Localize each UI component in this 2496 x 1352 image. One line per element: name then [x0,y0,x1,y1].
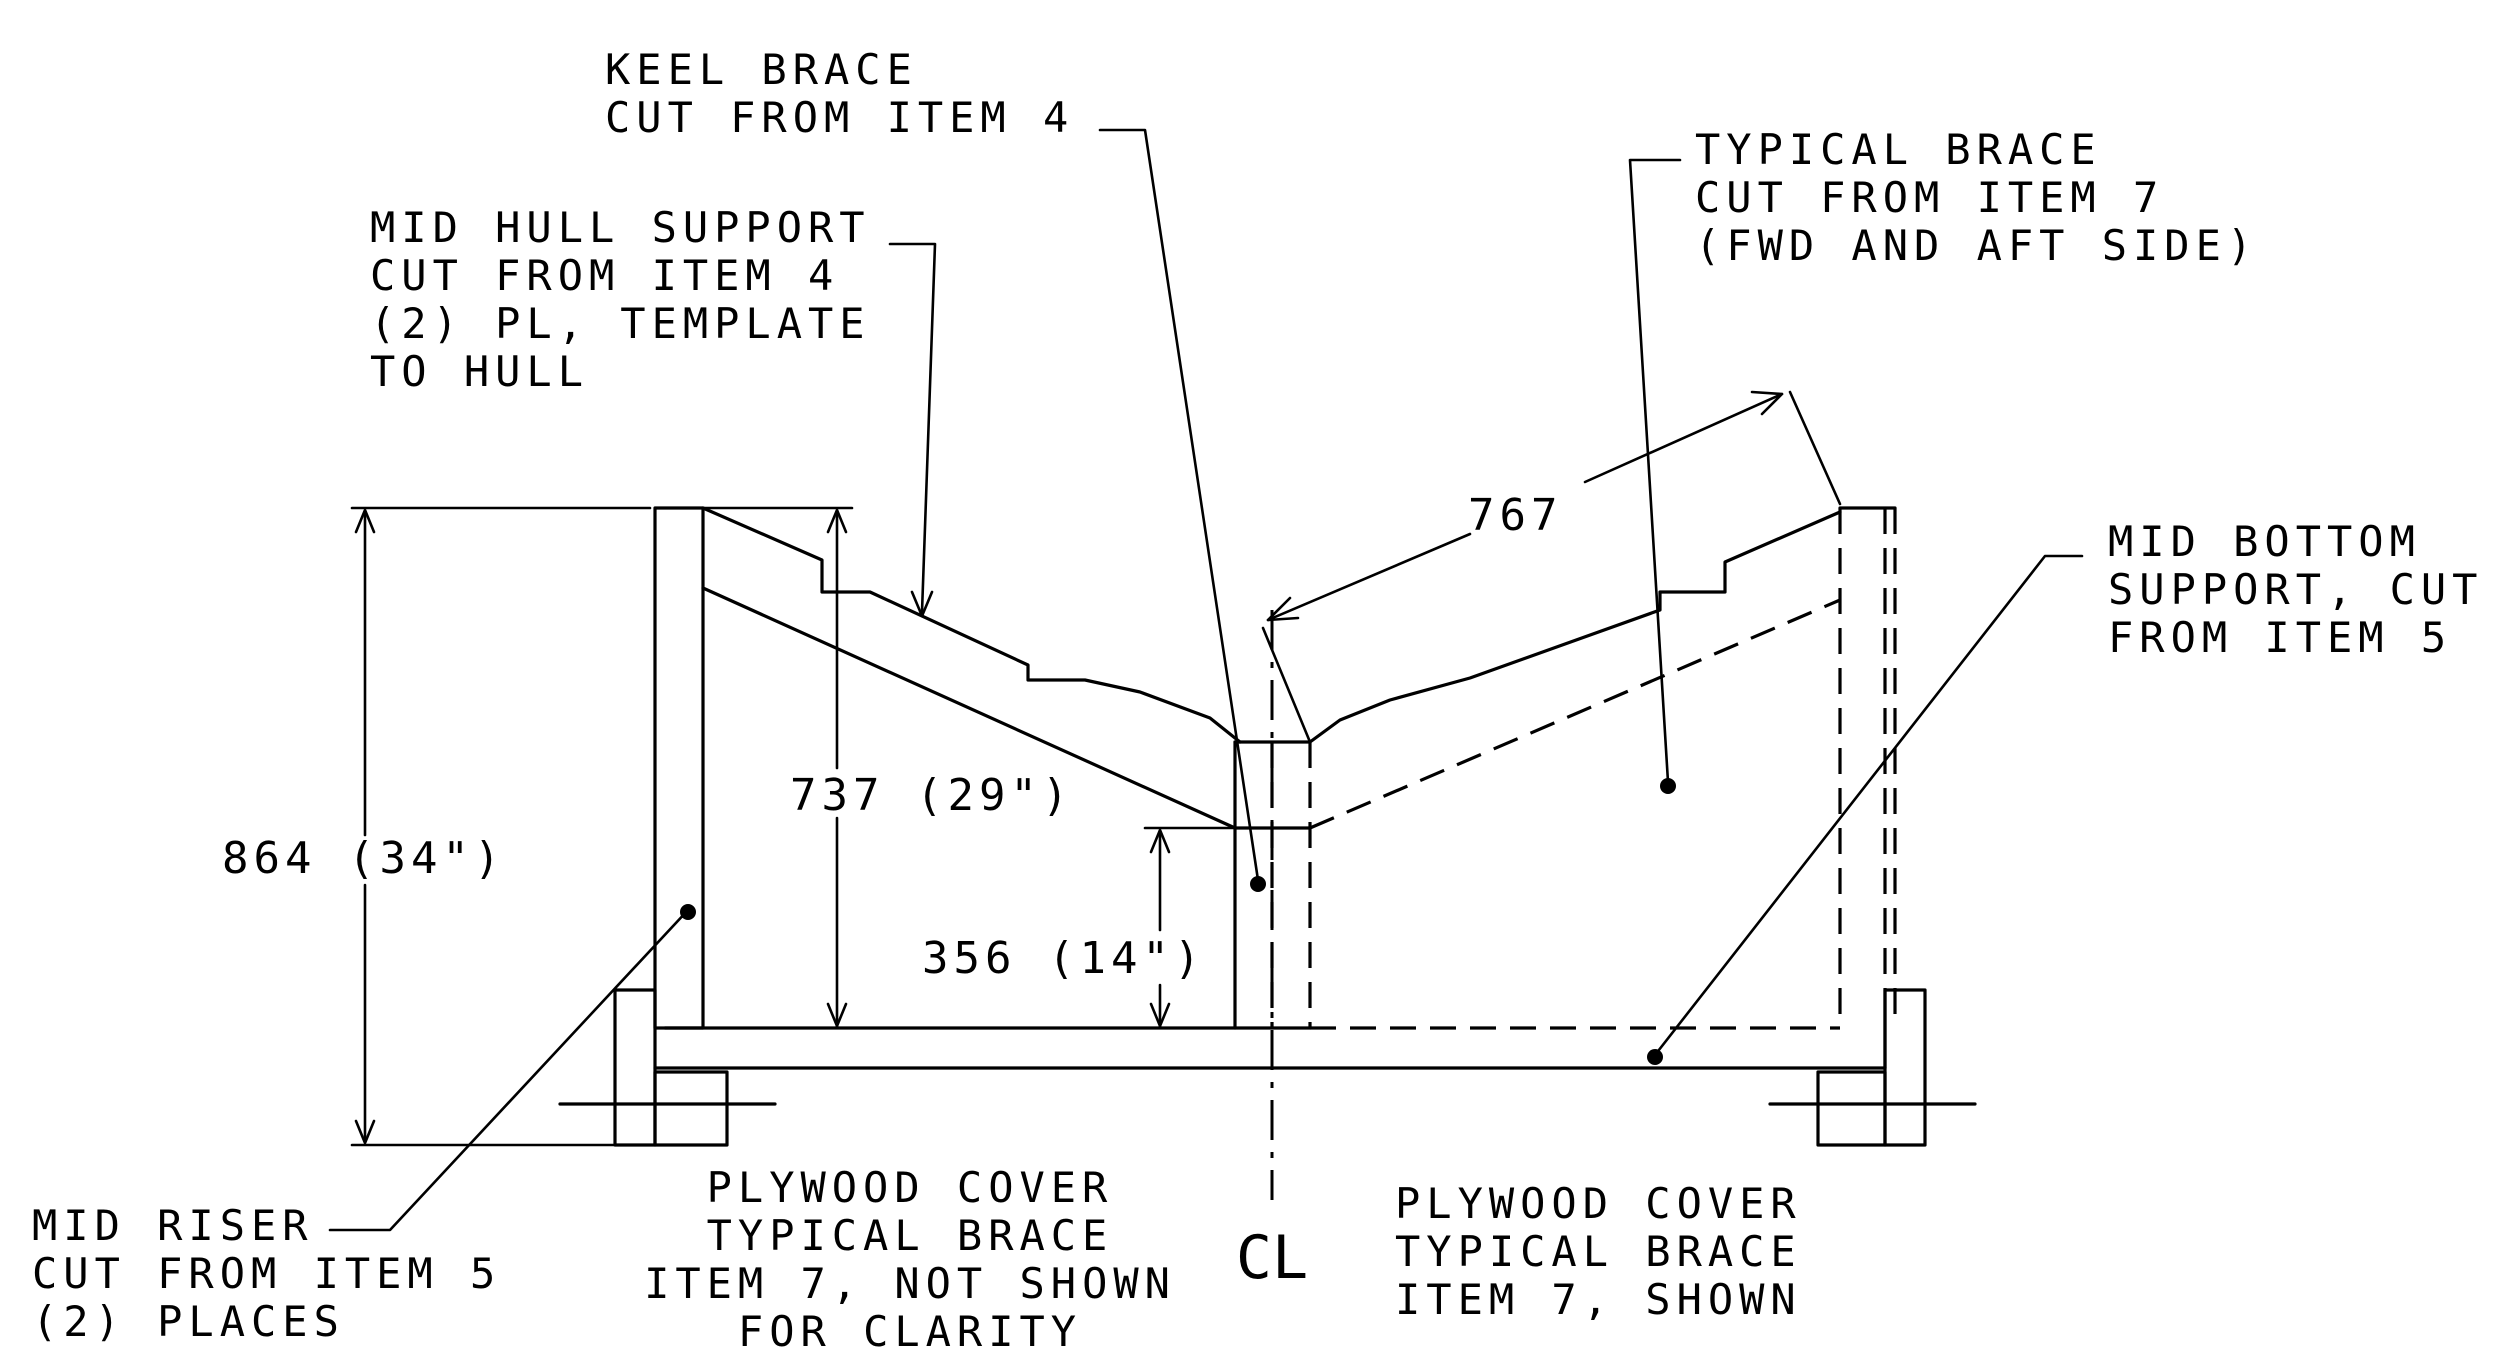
dimension-overall-height-text: 864 (34") [222,833,505,884]
label-mid-bottom-support: MID BOTTOM SUPPORT, CUT FROM ITEM 5 [2108,517,2483,662]
mid-hull-support-right [1308,510,1842,830]
dimension-hull-height [701,506,854,1028]
right-mid-riser [1838,506,1897,1028]
dimension-brace-length [1261,390,1842,744]
label-line: MID BOTTOM [2108,517,2421,566]
label-line: CUT FROM ITEM 4 [370,251,839,300]
right-foot-pad [1768,988,1977,1147]
dimension-keel-height [1143,826,1237,1028]
label-typical-brace: TYPICAL BRACE CUT FROM ITEM 7 (FWD AND A… [1695,125,2258,270]
label-line: CUT FROM ITEM 7 [1695,173,2164,222]
centerline-label: CL [1236,1223,1308,1293]
label-mid-riser: MID RISER CUT FROM ITEM 5 (2) PLACES [32,1201,501,1346]
label-line: (2) PLACES [32,1297,345,1346]
mid-hull-support-left [701,506,1242,830]
label-line: ITEM 7, NOT SHOWN [644,1259,1176,1308]
dimension-keel-height-text: 356 (14") [922,933,1205,984]
label-line: SUPPORT, CUT [2108,565,2483,614]
label-line: FOR CLARITY [738,1307,1082,1352]
label-mid-hull-support: MID HULL SUPPORT CUT FROM ITEM 4 (2) PL,… [370,203,871,396]
label-line: KEEL BRACE [605,45,918,94]
label-line: TYPICAL BRACE [1695,125,2102,174]
leader-mid-bottom-support [1647,554,2084,1065]
leader-keel-brace [1098,128,1266,892]
label-line: CUT FROM ITEM 5 [32,1249,501,1298]
label-line: (FWD AND AFT SIDE) [1695,221,2258,270]
dimension-brace-length-text: 767 [1468,490,1562,541]
label-plywood-cover-shown: PLYWOOD COVER TYPICAL BRACE ITEM 7, SHOW… [1395,1179,1802,1324]
label-line: PLYWOOD COVER [1395,1179,1802,1228]
centerline-symbol: CL [1236,1223,1308,1293]
leader-mid-riser [328,904,696,1232]
dimension-overall-height [350,506,652,1147]
left-mid-riser [653,506,705,1030]
label-line: CUT FROM ITEM 4 [605,93,1074,142]
label-line: ITEM 7, SHOWN [1395,1275,1802,1324]
label-line: (2) PL, TEMPLATE [370,299,871,348]
label-line: MID RISER [32,1201,314,1250]
dimension-hull-height-text: 737 (29") [790,770,1073,821]
label-keel-brace: KEEL BRACE CUT FROM ITEM 4 [605,45,1074,142]
label-line: MID HULL SUPPORT [370,203,871,252]
label-line: PLYWOOD COVER [707,1163,1114,1212]
label-plywood-cover-not-shown: PLYWOOD COVER TYPICAL BRACE ITEM 7, NOT … [644,1163,1176,1352]
mid-bottom-support-beam [653,988,1887,1070]
label-line: TO HULL [370,347,589,396]
label-line: TYPICAL BRACE [1395,1227,1802,1276]
label-line: FROM ITEM 5 [2108,613,2452,662]
label-line: TYPICAL BRACE [707,1211,1114,1260]
leader-typical-brace [1628,158,1682,794]
leader-mid-hull-support [888,242,937,618]
